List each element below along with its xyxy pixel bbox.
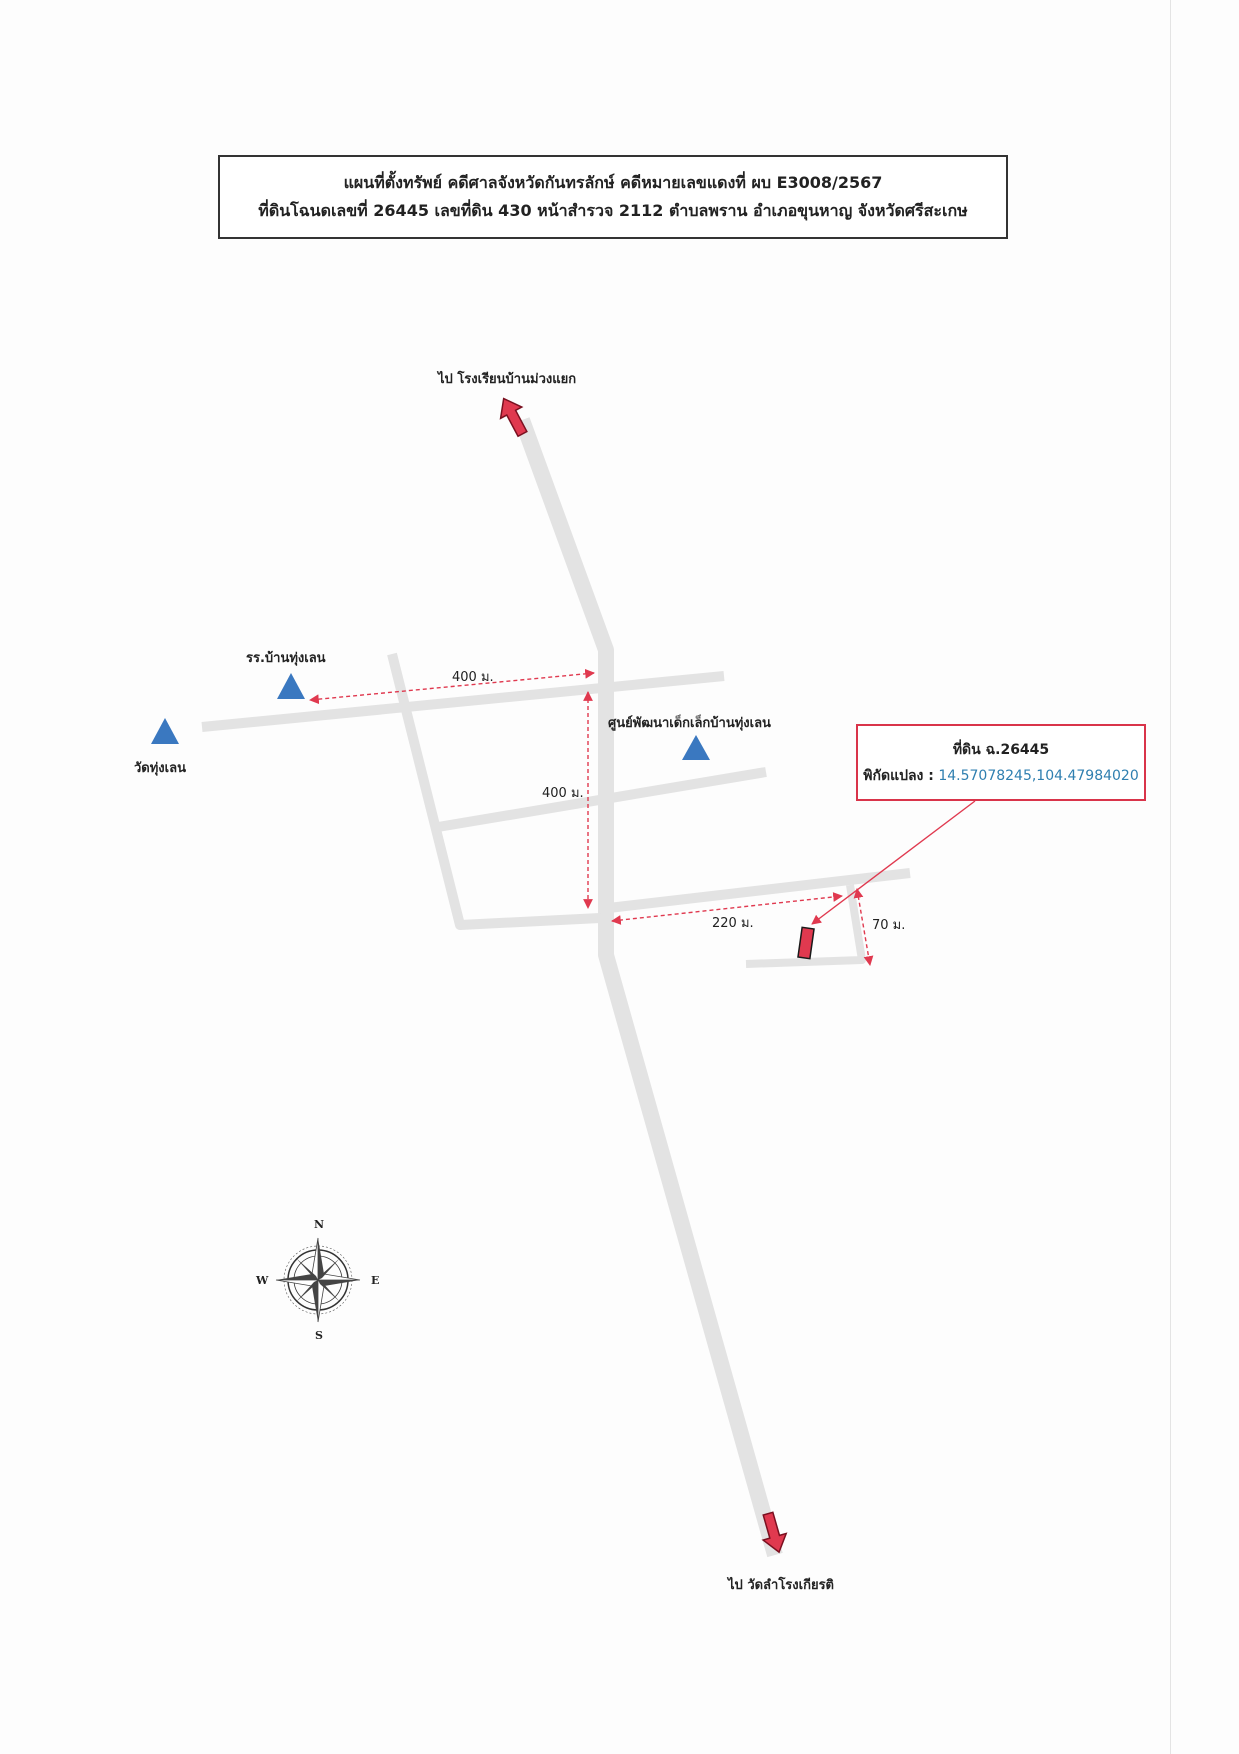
distance-east-label: 220 ม. [712,916,754,931]
distance-school-label: 400 ม. [452,670,494,685]
plot-coordinates: พิกัดแปลง : 14.57078245,104.47984020 [863,763,1138,789]
title-line-2: ที่ดินโฉนดเลขที่ 26445 เลขที่ดิน 430 หน้… [258,201,968,220]
temple-triangle-icon [151,718,179,744]
school-label: รร.บ้านทุ่งเลน [246,651,326,666]
page-edge-line [1170,0,1171,1754]
dim-plot [853,888,874,966]
road-east [599,868,911,914]
south-arrow-icon [761,1511,788,1554]
compass-north-label: N [314,1218,325,1231]
roads [201,417,911,1558]
compass-west-label: W [256,1274,269,1287]
child-center-label: ศูนย์พัฒนาเด็กเล็กบ้านทุ่งเลน [608,716,771,731]
coordinate-value: 14.57078245,104.47984020 [938,767,1139,784]
dim-school [309,668,595,705]
distance-plot-label: 70 ม. [872,918,906,933]
north-arrow-icon [499,397,528,438]
main-road [514,417,783,1558]
dim-east [611,892,843,925]
compass-east-label: E [371,1274,380,1287]
plot-id: ที่ดิน ฉ.26445 [952,741,1050,758]
plot-info-box: ที่ดิน ฉ.26445 พิกัดแปลง : 14.57078245,1… [856,724,1146,801]
title-box: แผนที่ตั้งทรัพย์ คดีศาลจังหวัดกันทรลักษ์… [218,155,1008,239]
compass-south-label: S [315,1329,323,1342]
coordinate-label: พิกัดแปลง : [863,767,934,784]
north-direction-label: ไป โรงเรียนบ้านม่วงแยก [438,372,577,387]
title-line-1: แผนที่ตั้งทรัพย์ คดีศาลจังหวัดกันทรลักษ์… [343,173,883,192]
plot-pointer-line [811,800,976,925]
south-direction-label: ไป วัดลำโรงเกียรติ [728,1578,834,1593]
school-triangle-icon [277,673,305,699]
distance-vertical-label: 400 ม. [542,786,584,801]
compass-rose-icon [275,1237,361,1323]
road-west-loop [387,652,601,930]
plot-rectangle-icon [797,926,815,960]
child-center-triangle-icon [682,735,710,760]
dimension-lines [309,668,874,966]
temple-label: วัดทุ่งเลน [134,761,186,776]
road-middle [437,767,767,832]
